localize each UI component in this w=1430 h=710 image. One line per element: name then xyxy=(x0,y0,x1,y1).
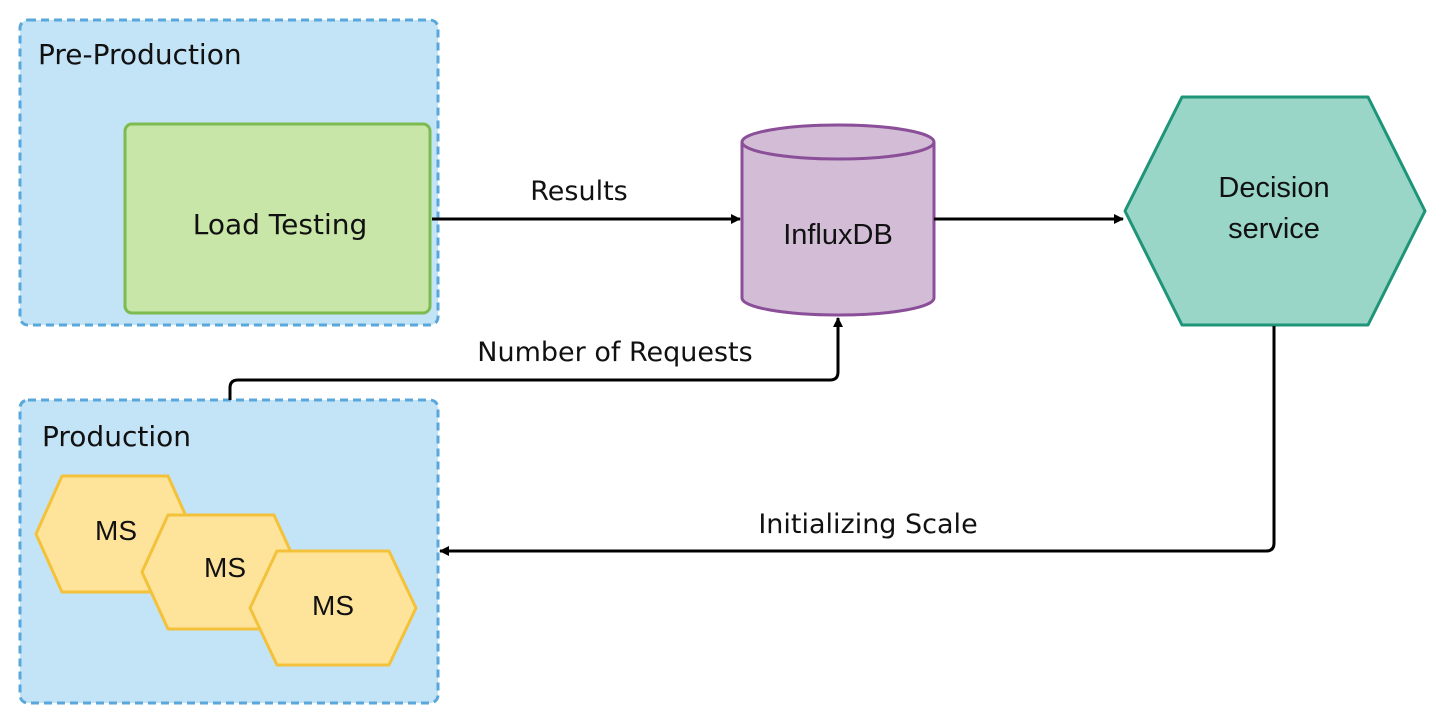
ms-label: MS xyxy=(312,590,354,621)
decision-service-node[interactable] xyxy=(1123,95,1427,327)
requests-edge-label: Number of Requests xyxy=(477,337,752,368)
influxdb-label: InfluxDB xyxy=(783,219,893,251)
ms-label: MS xyxy=(204,552,246,583)
ms-label: MS xyxy=(95,515,137,546)
scale-edge-label: Initializing Scale xyxy=(758,509,977,540)
preproduction-zone-label: Pre-Production xyxy=(38,38,242,71)
decision-service-label-line2: service xyxy=(1228,213,1320,245)
influxdb-node[interactable] xyxy=(740,123,936,317)
requests-edge xyxy=(228,317,843,400)
results-edge-label: Results xyxy=(530,176,628,207)
ms-node[interactable] xyxy=(248,549,418,667)
load-testing-node[interactable] xyxy=(123,122,432,315)
production-zone-label: Production xyxy=(42,420,191,453)
scale-edge xyxy=(439,326,1276,556)
decision-service-label-line1: Decision xyxy=(1218,172,1329,204)
load-testing-label: Load Testing xyxy=(193,208,368,241)
